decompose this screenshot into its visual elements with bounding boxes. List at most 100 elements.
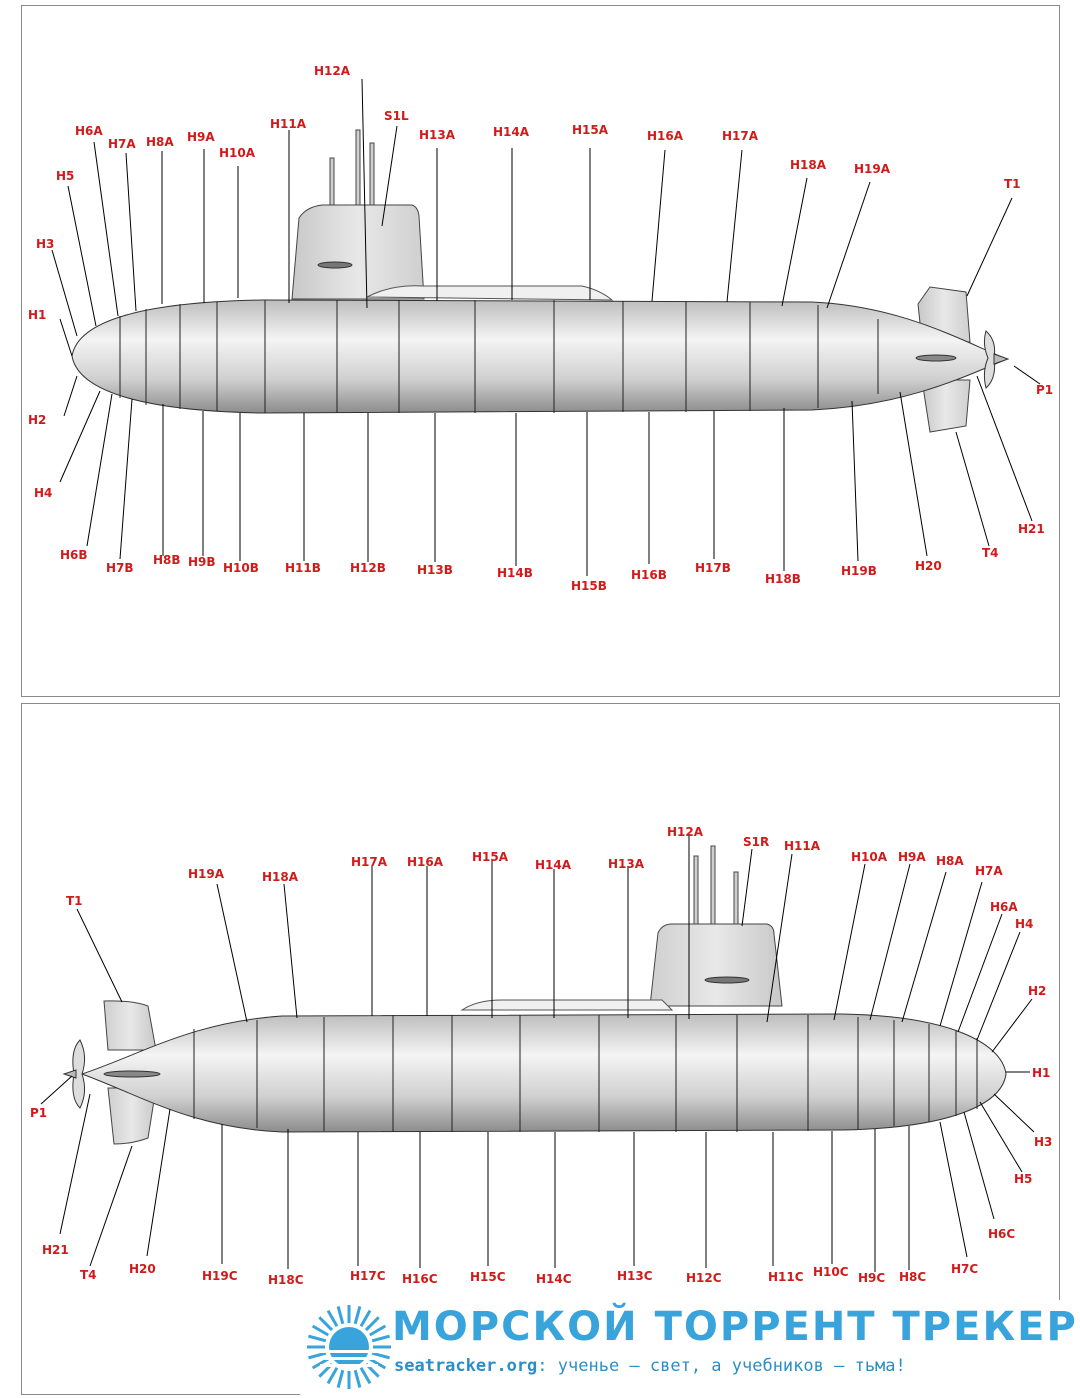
sun-ray bbox=[353, 1306, 362, 1325]
label-h17b: H17B bbox=[695, 561, 731, 575]
label-h11a: H11A bbox=[270, 117, 307, 131]
label-h2: H2 bbox=[1028, 984, 1046, 998]
left-side-view-panel: H12A S1L H11A H6A H9A H13A H14A H15A H16… bbox=[21, 5, 1060, 697]
label-t4: T4 bbox=[80, 1268, 97, 1282]
label-h2: H2 bbox=[28, 413, 46, 427]
label-h17a: H17A bbox=[722, 129, 759, 143]
label-h9c: H9C bbox=[858, 1271, 885, 1285]
watermark-slogan: : ученье — свет, а учебников — тьма! bbox=[537, 1356, 906, 1376]
right-side-view-drawing: H12A S1R H11A H15A H10A H9A H17A H16A H8… bbox=[30, 825, 1052, 1287]
lower-rudder bbox=[107, 1087, 157, 1145]
label-t1: T1 bbox=[66, 894, 83, 908]
sail bbox=[649, 923, 783, 1007]
label-h18a: H18A bbox=[262, 870, 299, 884]
label-h3: H3 bbox=[36, 237, 54, 251]
label-h16c: H16C bbox=[402, 1272, 438, 1286]
label-p1: P1 bbox=[30, 1106, 47, 1120]
label-p1: P1 bbox=[1036, 383, 1053, 397]
deck-casing bbox=[460, 999, 674, 1011]
watermark-subtitle: seatracker.org: ученье — свет, а учебник… bbox=[394, 1356, 906, 1376]
label-h18a: H18A bbox=[790, 158, 827, 172]
propeller bbox=[983, 330, 996, 389]
sun-ray bbox=[326, 1367, 339, 1385]
label-h9a: H9A bbox=[898, 850, 926, 864]
label-h1: H1 bbox=[28, 308, 46, 322]
label-h8c: H8C bbox=[899, 1270, 926, 1284]
stern-plane bbox=[103, 1070, 161, 1078]
sun-ray bbox=[311, 1357, 329, 1370]
sun-ray bbox=[311, 1324, 329, 1337]
label-h13c: H13C bbox=[617, 1269, 653, 1283]
sail bbox=[291, 204, 425, 300]
label-h7a: H7A bbox=[108, 137, 136, 151]
sun-ray bbox=[371, 1334, 390, 1343]
label-h13a: H13A bbox=[419, 128, 456, 142]
stern-plane bbox=[915, 354, 957, 362]
mast bbox=[355, 129, 361, 206]
label-h3: H3 bbox=[1034, 1135, 1052, 1149]
sun-ray bbox=[359, 1367, 372, 1385]
watermark: МОРСКОЙ ТОРРЕНТ ТРЕКЕР seatracker.org: у… bbox=[300, 1300, 1076, 1396]
watermark-site: seatracker.org bbox=[394, 1356, 538, 1376]
label-h9a: H9A bbox=[187, 130, 215, 144]
section-lines bbox=[119, 300, 879, 413]
left-side-view-drawing: H12A S1L H11A H6A H9A H13A H14A H15A H16… bbox=[28, 64, 1053, 593]
watermark-title: МОРСКОЙ ТОРРЕНТ ТРЕКЕР bbox=[392, 1304, 1078, 1350]
label-h6c: H6C bbox=[988, 1227, 1015, 1241]
label-h20: H20 bbox=[915, 559, 942, 573]
label-s1l: S1L bbox=[384, 109, 409, 123]
sail-plane bbox=[704, 976, 750, 984]
sun-ray bbox=[364, 1316, 380, 1332]
label-h13b: H13B bbox=[417, 563, 453, 577]
label-h21: H21 bbox=[42, 1243, 69, 1257]
sail-plane bbox=[317, 261, 353, 269]
mast bbox=[369, 142, 375, 206]
propeller bbox=[72, 1039, 86, 1109]
label-t1: T1 bbox=[1004, 177, 1021, 191]
leader-lines bbox=[40, 834, 1035, 1272]
sun-logo-icon bbox=[307, 1305, 391, 1389]
label-h16a: H16A bbox=[647, 129, 684, 143]
label-h4: H4 bbox=[34, 486, 52, 500]
propeller-hub bbox=[993, 353, 1010, 365]
label-h5: H5 bbox=[56, 169, 74, 183]
label-h12b: H12B bbox=[350, 561, 386, 575]
mast bbox=[693, 855, 699, 925]
sun-ray bbox=[308, 1334, 327, 1343]
label-h19c: H19C bbox=[202, 1269, 238, 1283]
deck-casing bbox=[366, 285, 614, 301]
sun-ray bbox=[359, 1309, 372, 1327]
label-h7b: H7B bbox=[106, 561, 134, 575]
label-s1r: S1R bbox=[743, 835, 769, 849]
label-h1: H1 bbox=[1032, 1066, 1050, 1080]
hull bbox=[71, 299, 1009, 414]
mast bbox=[710, 845, 716, 925]
sun-ray bbox=[336, 1369, 345, 1388]
label-h12a: H12A bbox=[314, 64, 351, 78]
label-h7c: H7C bbox=[951, 1262, 978, 1276]
sun-ray bbox=[369, 1324, 387, 1337]
label-h15a: H15A bbox=[572, 123, 609, 137]
label-h10a: H10A bbox=[219, 146, 256, 160]
label-h8a: H8A bbox=[146, 135, 174, 149]
label-h10b: H10B bbox=[223, 561, 259, 575]
label-h14a: H14A bbox=[535, 858, 572, 872]
label-h13a: H13A bbox=[608, 857, 645, 871]
label-h8a: H8A bbox=[936, 854, 964, 868]
label-t4: T4 bbox=[982, 546, 999, 560]
label-h18c: H18C bbox=[268, 1273, 304, 1287]
label-h10c: H10C bbox=[813, 1265, 849, 1279]
sun-ray bbox=[353, 1369, 362, 1388]
label-h14b: H14B bbox=[497, 566, 533, 580]
label-h6b: H6B bbox=[60, 548, 88, 562]
left-side-labels: H12A S1L H11A H6A H9A H13A H14A H15A H16… bbox=[28, 64, 1053, 593]
label-h19b: H19B bbox=[841, 564, 877, 578]
label-h17a: H17A bbox=[351, 855, 388, 869]
label-h10a: H10A bbox=[851, 850, 888, 864]
label-h11a: H11A bbox=[784, 839, 821, 853]
mast bbox=[733, 871, 739, 925]
right-side-view-panel: H12A S1R H11A H15A H10A H9A H17A H16A H8… bbox=[21, 703, 1060, 1395]
label-h16b: H16B bbox=[631, 568, 667, 582]
label-h19a: H19A bbox=[188, 867, 225, 881]
propeller-hub bbox=[62, 1069, 77, 1079]
